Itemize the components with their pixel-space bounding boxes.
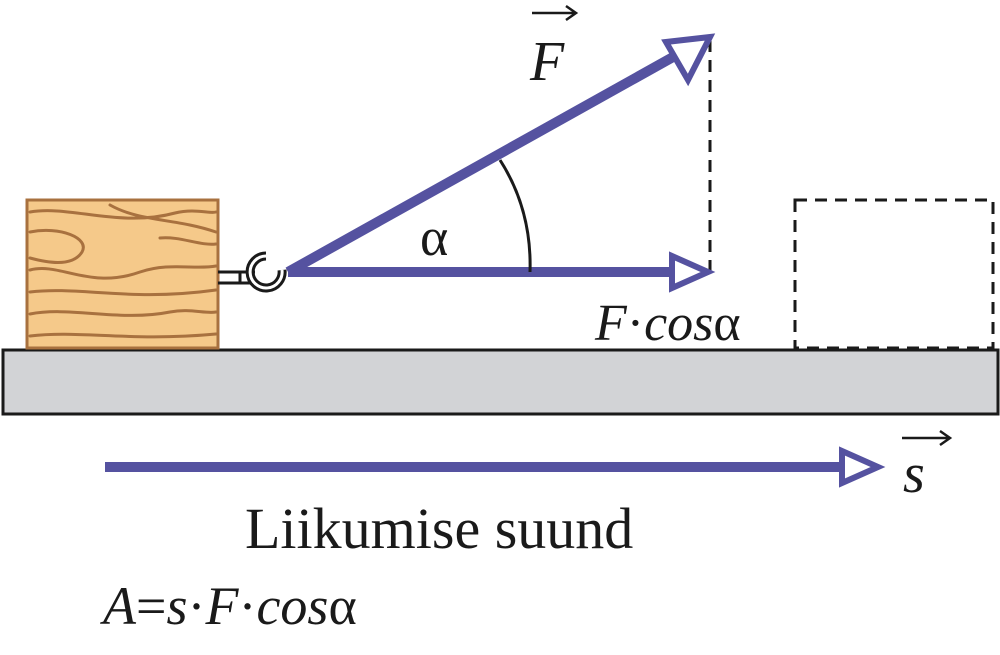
wood-grain [28, 203, 218, 339]
horizontal-component-vector [288, 251, 716, 293]
ghost-block-position [793, 198, 995, 350]
component-f: F [594, 295, 628, 352]
formula-dot1: · [187, 576, 205, 636]
component-label: F·cosα [594, 295, 741, 352]
displacement-letter: s [903, 443, 925, 505]
displacement-label: s [902, 429, 953, 505]
component-alpha: α [713, 295, 740, 352]
formula-s: s [166, 576, 187, 636]
hook [218, 251, 287, 293]
wooden-block [25, 198, 220, 350]
force-vector [285, 33, 716, 277]
angle-arc [498, 159, 532, 273]
formula-eq: = [136, 576, 166, 636]
component-cos: cos [644, 295, 713, 352]
vector-arrow-icon [902, 429, 953, 447]
ground-surface [1, 348, 1000, 416]
component-dot: · [627, 295, 644, 352]
formula-f: F [204, 576, 239, 636]
direction-caption: Liikumise suund [245, 496, 633, 561]
displacement-vector [105, 446, 886, 488]
formula-alpha: α [328, 576, 356, 636]
force-label: F [529, 4, 579, 93]
vector-arrow-icon [532, 4, 579, 22]
formula-cos: cos [256, 576, 328, 636]
formula-a: A [100, 576, 137, 636]
work-formula: A=s·F·cosα [100, 576, 357, 636]
force-letter: F [529, 31, 565, 93]
formula-dot2: · [238, 576, 256, 636]
angle-label: α [420, 207, 448, 267]
